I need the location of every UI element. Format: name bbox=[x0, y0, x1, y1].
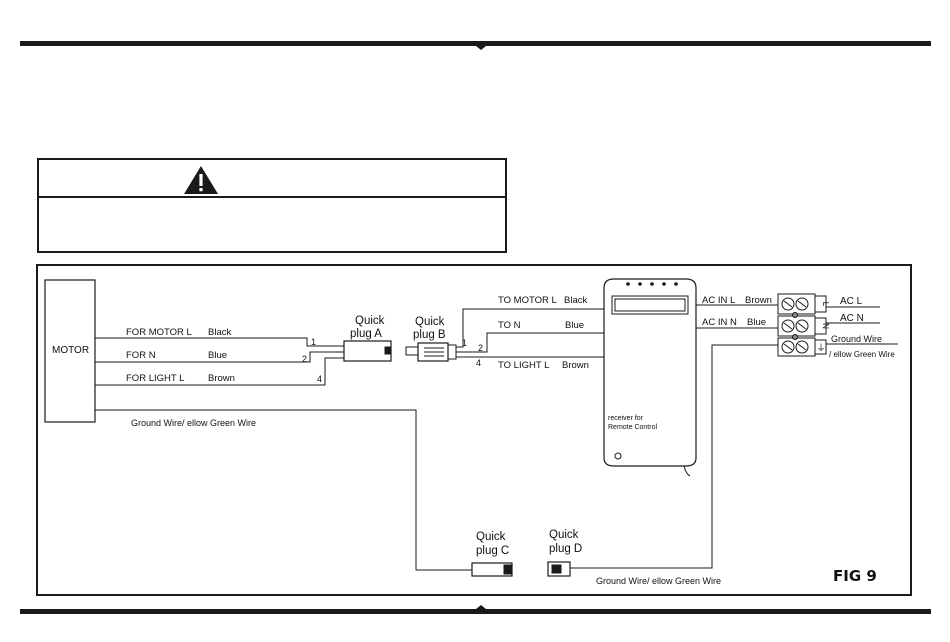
receiver-wire-color: Black bbox=[564, 295, 587, 306]
warning-divider bbox=[39, 196, 505, 198]
ac-input-color: Brown bbox=[745, 295, 772, 306]
ground-wire-receiver bbox=[570, 344, 778, 569]
motor-box bbox=[44, 279, 96, 423]
pin-number: 2 bbox=[302, 354, 307, 364]
motor-wire-label: FOR MOTOR L bbox=[126, 327, 192, 338]
quick-plug-c-label: Quick bbox=[476, 531, 506, 543]
supply-ac-n-label: AC N bbox=[840, 313, 864, 324]
bottom-ground-label: Ground Wire/ ellow Green Wire bbox=[596, 576, 721, 586]
pin-number: 1 bbox=[462, 338, 467, 348]
receiver-label: receiver for bbox=[608, 415, 644, 422]
motor-wire-color: Brown bbox=[208, 373, 235, 384]
receiver-wire-label: TO MOTOR L bbox=[498, 295, 557, 306]
pin-number: 1 bbox=[311, 337, 316, 347]
motor-wire-color: Blue bbox=[208, 350, 227, 361]
ac-input-label: AC IN N bbox=[702, 317, 737, 328]
pin-number: 4 bbox=[317, 374, 322, 384]
terminal-l-mark: L bbox=[821, 302, 830, 307]
pin-number: 2 bbox=[478, 343, 483, 353]
pin-number: 4 bbox=[476, 358, 481, 368]
quick-plug-a-label: Quick bbox=[355, 315, 385, 327]
motor-wire-color: Black bbox=[208, 327, 231, 338]
supply-ground-label: / ellow Green Wire bbox=[829, 350, 895, 359]
quick-plug-d-label: plug D bbox=[549, 543, 582, 555]
motor-ground-label: Ground Wire/ ellow Green Wire bbox=[131, 418, 256, 428]
top-rule-notch bbox=[476, 46, 486, 50]
quick-plug-a-shape bbox=[343, 340, 392, 362]
ground-wire-motor bbox=[95, 409, 472, 571]
receiver-wire-label: TO LIGHT L bbox=[498, 360, 549, 371]
bottom-rule bbox=[20, 609, 931, 614]
supply-ground-label: Ground Wire bbox=[831, 334, 882, 344]
figure-label: FIG 9 bbox=[833, 567, 877, 585]
ac-input-label: AC IN L bbox=[702, 295, 735, 306]
quick-plug-d-shape bbox=[547, 561, 571, 577]
quick-plug-b-label: plug B bbox=[413, 329, 446, 341]
wiring-diagram-frame bbox=[36, 264, 912, 596]
quick-plug-a-label: plug A bbox=[350, 328, 382, 340]
motor-label: MOTOR bbox=[52, 345, 89, 356]
motor-wire-label: FOR LIGHT L bbox=[126, 373, 184, 384]
quick-plug-b-shape bbox=[405, 342, 457, 362]
motor-wire-label: FOR N bbox=[126, 350, 156, 361]
ac-input-wires bbox=[696, 304, 778, 329]
warning-box bbox=[37, 158, 507, 253]
receiver-box bbox=[603, 278, 697, 477]
terminal-block bbox=[777, 293, 827, 357]
quick-plug-b-label: Quick bbox=[415, 316, 445, 328]
terminal-n-mark: N bbox=[821, 323, 830, 329]
motor-wires bbox=[95, 337, 344, 386]
top-rule bbox=[20, 41, 931, 46]
bottom-rule-notch bbox=[476, 605, 486, 609]
ac-input-color: Blue bbox=[747, 317, 766, 328]
quick-plug-c-shape bbox=[471, 562, 513, 577]
ground-symbol-icon: ⏚ bbox=[816, 343, 825, 353]
receiver-wire-label: TO N bbox=[498, 320, 521, 331]
receiver-wires bbox=[456, 308, 604, 358]
warning-icon bbox=[184, 166, 218, 194]
receiver-label: Remote Control bbox=[608, 424, 657, 431]
receiver-wire-color: Brown bbox=[562, 360, 589, 371]
receiver-wire-color: Blue bbox=[565, 320, 584, 331]
quick-plug-d-label: Quick bbox=[549, 529, 579, 541]
supply-wires bbox=[826, 306, 898, 345]
quick-plug-c-label: plug C bbox=[476, 545, 509, 557]
supply-ac-l-label: AC L bbox=[840, 296, 863, 307]
